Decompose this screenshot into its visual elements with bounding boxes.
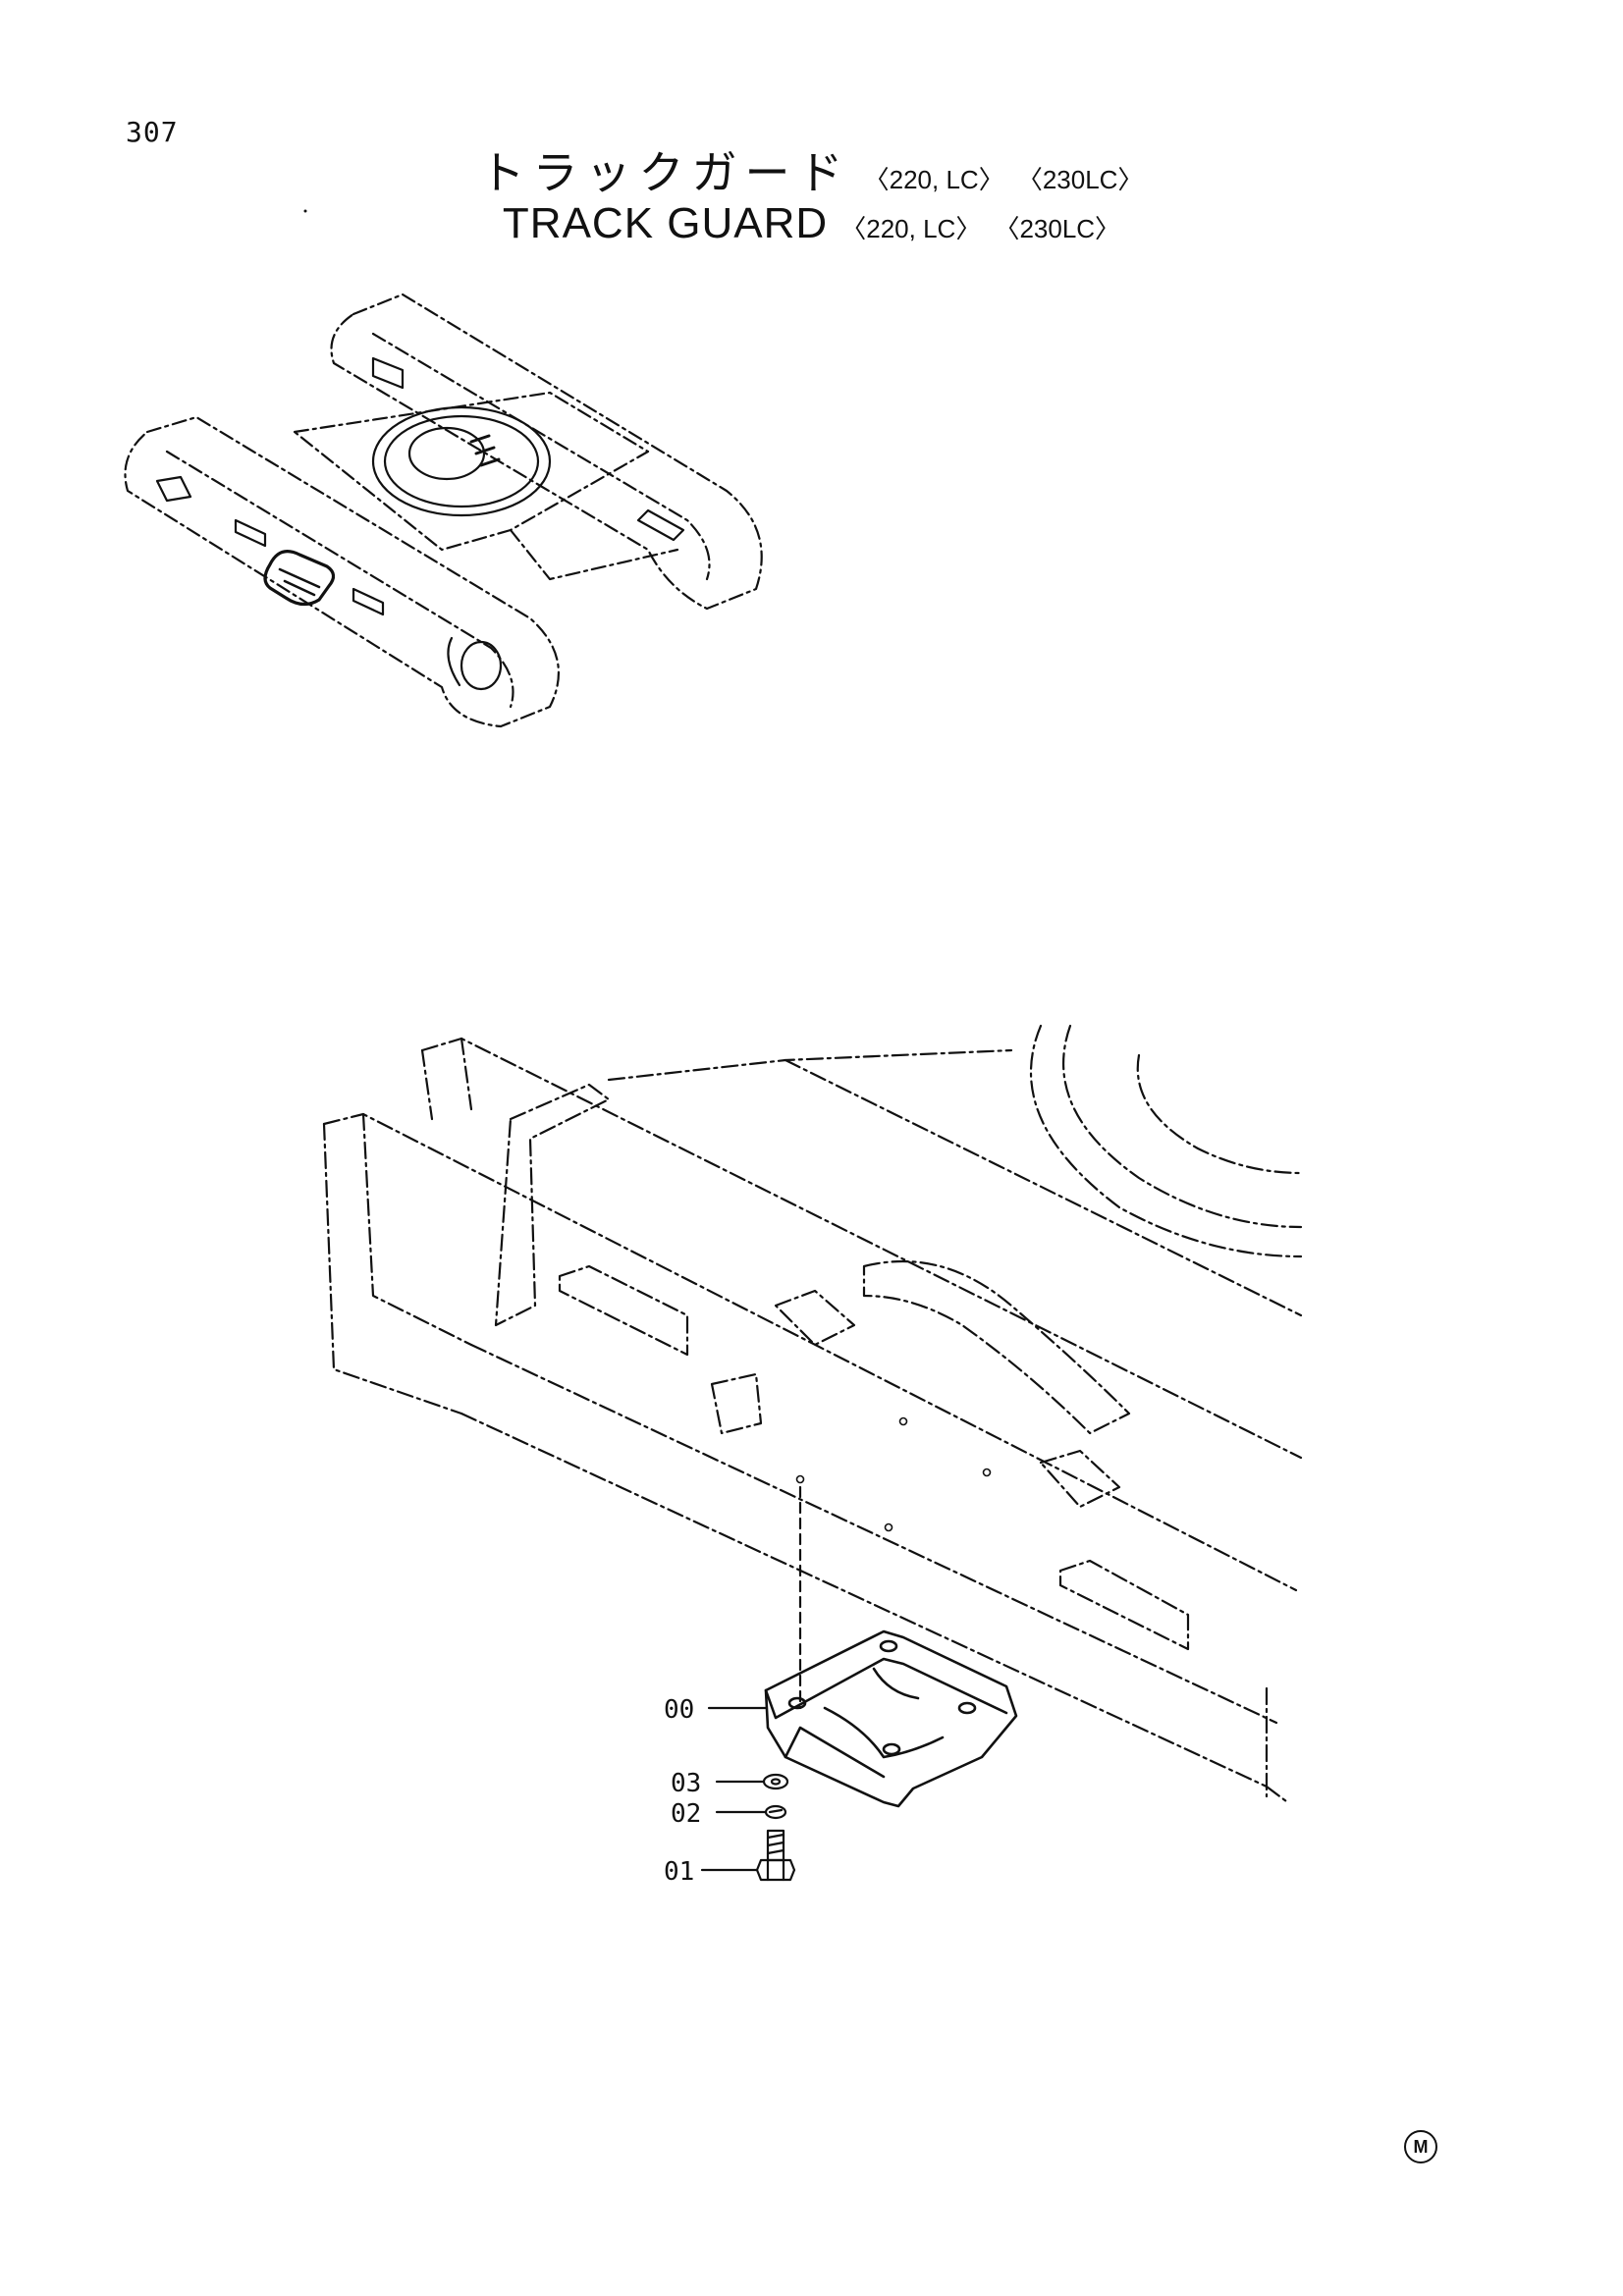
callout-02: 02 (671, 1799, 701, 1829)
page-number: 307 (126, 116, 179, 148)
title-model-220: 〈220, LC〉 (863, 165, 1004, 194)
title-model-220-en: 〈220, LC〉 (840, 213, 982, 243)
title-model-230-en: 〈230LC〉 (994, 213, 1121, 243)
corner-mark: M (1404, 2130, 1437, 2163)
title-japanese: トラックガード (479, 146, 851, 199)
track-frame-main (322, 1024, 1303, 1803)
callout-01: 01 (664, 1857, 694, 1887)
callout-03: 03 (671, 1769, 701, 1798)
undercarriage-solid-parts (155, 356, 685, 691)
undercarriage-overview (124, 293, 763, 728)
spring-washer (764, 1804, 787, 1820)
hex-bolt (755, 1829, 796, 1882)
flat-washer (762, 1773, 789, 1790)
title-english-line: TRACK GUARD 〈220, LC〉 〈230LC〉 (0, 199, 1623, 249)
title-english: TRACK GUARD (502, 198, 829, 247)
title-block: トラックガード 〈220, LC〉 〈230LC〉 TRACK GUARD 〈2… (0, 147, 1623, 248)
mounting-holes (795, 1416, 992, 1532)
speck (303, 209, 307, 213)
callout-00: 00 (664, 1695, 694, 1725)
track-guard-part (764, 1629, 1018, 1808)
title-japanese-line: トラックガード 〈220, LC〉 〈230LC〉 (0, 147, 1623, 199)
title-model-230: 〈230LC〉 (1016, 165, 1144, 194)
